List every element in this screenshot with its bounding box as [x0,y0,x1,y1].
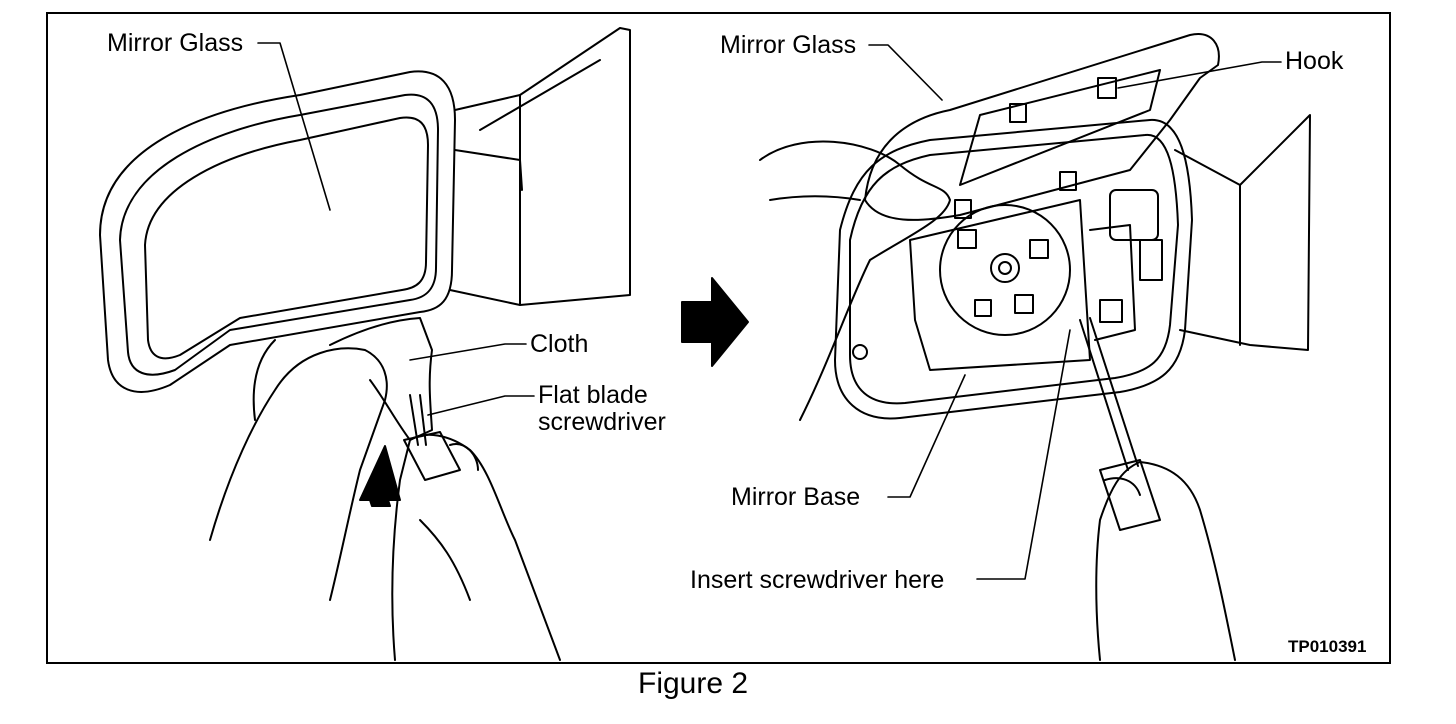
hook [1009,103,1027,123]
figure-frame [46,12,1391,664]
label-mirror-base: Mirror Base [731,483,861,511]
cloth [329,317,433,441]
right-screwdriver [1079,317,1161,531]
flat-blade-screwdriver [403,394,461,481]
label-flat-blade-screwdriver: Flat blade screwdriver [538,381,666,436]
label-insert-screwdriver: Insert screwdriver here [690,566,945,594]
figure-caption: Figure 2 [638,667,749,700]
mirror-base [852,189,1163,371]
hook [1097,77,1117,99]
image-code: TP010391 [1288,637,1367,656]
label-hook: Hook [1285,47,1344,75]
label-mirror-glass-right: Mirror Glass [720,31,857,59]
label-cloth: Cloth [530,330,589,358]
right-mirror-glass [864,33,1220,221]
leader-lines [257,42,1282,580]
left-hands [209,339,561,661]
hook [954,199,972,219]
arrow-up-icon [359,445,401,507]
left-mirror-assembly [99,27,631,393]
label-mirror-glass-left: Mirror Glass [107,29,244,57]
right-mirror-housing [834,114,1311,420]
hook [1059,171,1077,191]
arrow-right-icon [681,277,749,367]
